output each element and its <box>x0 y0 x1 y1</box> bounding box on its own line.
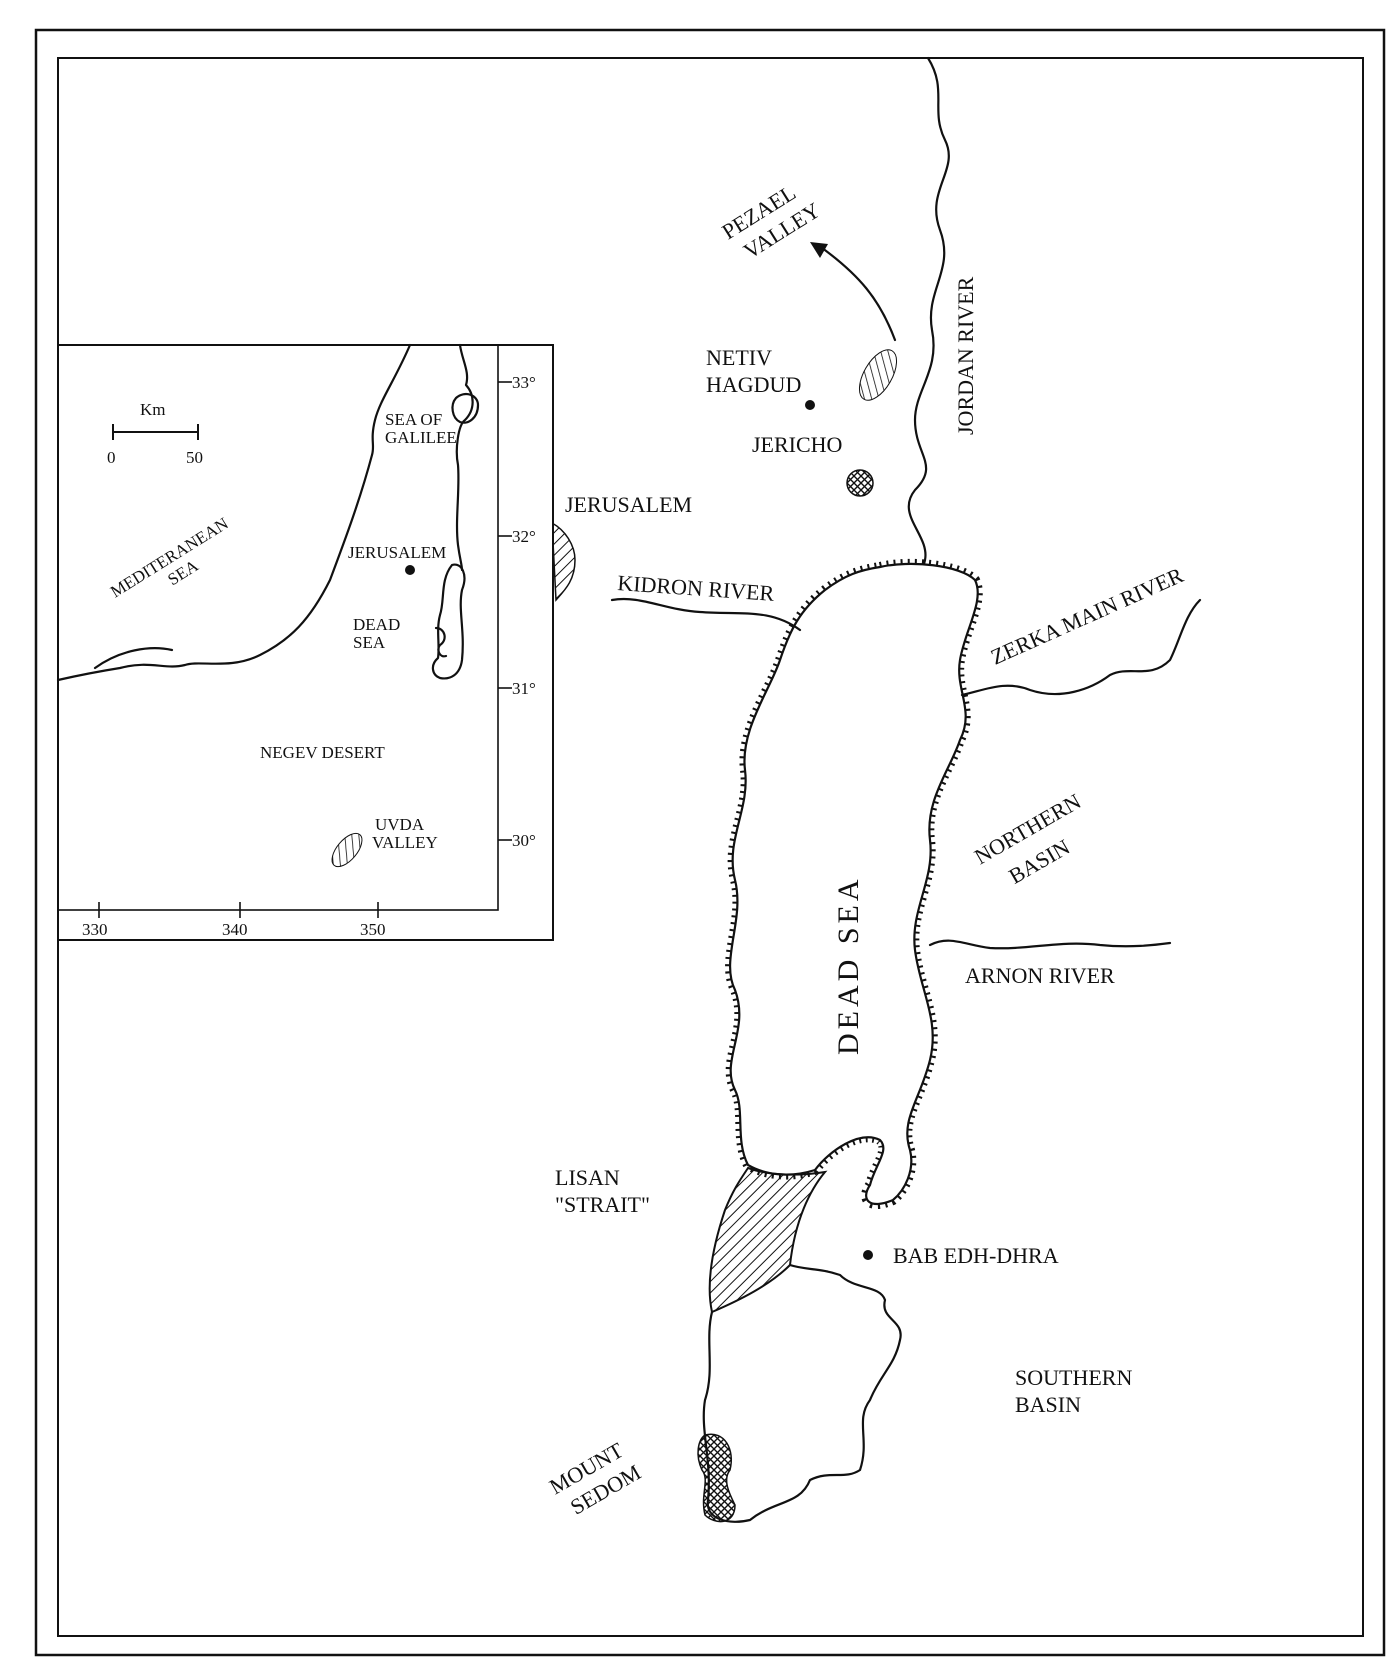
pezael-valley-arrow <box>816 243 897 342</box>
kidron-river-line <box>610 597 802 632</box>
jericho-site <box>846 469 874 497</box>
jordan-river-line <box>907 56 950 602</box>
lon-tick-350: 350 <box>360 920 386 939</box>
jerusalem-label: JERUSALEM <box>565 492 692 517</box>
inset-uvda-valley-label-1: UVDA <box>375 815 425 834</box>
inset-jordan-line <box>455 343 474 572</box>
bab-edh-dhra-dot <box>863 1250 873 1260</box>
southern-basin-label-1: SOUTHERN <box>1015 1365 1132 1390</box>
lon-tick-330: 330 <box>82 920 108 939</box>
lat-tick-31: 31° <box>512 679 536 698</box>
inset-dead-sea-label-1: DEAD <box>353 615 400 634</box>
dead-sea-outline <box>728 562 979 1206</box>
lat-tick-33: 33° <box>512 373 536 392</box>
netiv-hagdud-site <box>858 349 898 401</box>
svg-text:DEAD SEA: DEAD SEA <box>353 615 404 652</box>
inset-map: Km 0 50 33° 32° 31° 30° 330 340 350 SEA … <box>56 343 554 941</box>
outer-frame <box>34 28 1386 1657</box>
scale-max: 50 <box>186 448 203 467</box>
inset-uvda-valley-label-2: VALLEY <box>372 833 438 852</box>
southern-basin-outline <box>702 1263 902 1523</box>
scale-min: 0 <box>107 448 116 467</box>
svg-text:SOUTHERN BASIN: SOUTHERN BASIN <box>1015 1365 1138 1417</box>
svg-text:PEZAEL VALLEY: PEZAEL VALLEY <box>717 174 824 268</box>
zerka-main-river-label: ZERKA MAIN RIVER <box>987 562 1187 669</box>
svg-text:NETIV HAGDUD: NETIV HAGDUD <box>706 345 801 397</box>
jericho-label: JERICHO <box>752 432 842 457</box>
svg-text:SEA OF GALILEE: SEA OF GALILEE <box>385 410 457 447</box>
mount-sedom-area <box>697 1433 736 1523</box>
bab-edh-dhra-label: BAB EDH-DHRA <box>893 1243 1059 1268</box>
inset-jerusalem-label: JERUSALEM <box>348 543 446 562</box>
netiv-hagdud-label-2: HAGDUD <box>706 372 801 397</box>
lisan-strait-label-1: LISAN <box>555 1165 620 1190</box>
inset-dead-sea-label-2: SEA <box>353 633 386 652</box>
lat-tick-32: 32° <box>512 527 536 546</box>
inset-sea-of-galilee-label-2: GALILEE <box>385 428 457 447</box>
dead-sea-label: DEAD SEA <box>832 876 865 1056</box>
inset-sea-of-galilee <box>451 392 480 424</box>
scale-unit: Km <box>140 400 166 419</box>
netiv-hagdud-dot <box>805 400 815 410</box>
inset-coast-fragment <box>93 647 174 670</box>
svg-text:NORTHERN BASIN: NORTHERN BASIN <box>970 786 1107 899</box>
svg-text:LISAN "STRAIT": LISAN "STRAIT" <box>555 1165 650 1217</box>
uvda-valley-site <box>331 832 363 868</box>
lat-tick-30: 30° <box>512 831 536 850</box>
pezael-valley-arrow-head <box>810 242 828 258</box>
inset-sea-of-galilee-label-1: SEA OF <box>385 410 442 429</box>
lisan-strait-label-2: "STRAIT" <box>555 1192 650 1217</box>
inset-coastline <box>56 343 412 682</box>
lisan-strait-area <box>708 1166 828 1314</box>
jordan-river-label: JORDAN RIVER <box>953 276 978 435</box>
inset-negev-desert-label: NEGEV DESERT <box>260 743 385 762</box>
netiv-hagdud-label-1: NETIV <box>706 345 772 370</box>
inset-jerusalem-dot <box>405 565 415 575</box>
inset-dead-sea-inner <box>434 626 448 658</box>
inset-dead-sea <box>431 563 466 680</box>
zerka-main-river-line <box>960 598 1202 697</box>
southern-basin-label-2: BASIN <box>1015 1392 1081 1417</box>
lon-tick-340: 340 <box>222 920 248 939</box>
arnon-river-line <box>928 939 1172 950</box>
svg-text:UVDA VALLEY: UVDA VALLEY <box>372 815 438 852</box>
svg-text:MOUNT SEDOM: MOUNT SEDOM <box>545 1435 646 1524</box>
jerusalem-site <box>551 521 576 602</box>
arnon-river-label: ARNON RIVER <box>965 963 1115 988</box>
